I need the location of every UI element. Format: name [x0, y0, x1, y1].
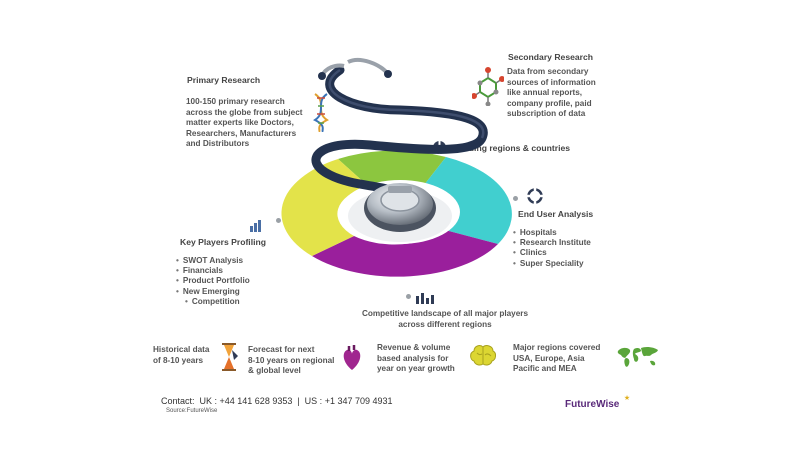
secondary-line: Data from secondary — [507, 67, 589, 76]
connector-dot — [406, 294, 411, 299]
competitive-text: Competitive landscape of all major playe… — [350, 309, 540, 330]
key-players-list: SWOT Analysis Financials Product Portfol… — [176, 256, 250, 307]
dna-icon — [313, 93, 329, 132]
historical-text: Historical data of 8-10 years — [153, 345, 209, 366]
secondary-line: sources of information — [507, 77, 596, 87]
wheel-segment-purple — [312, 230, 498, 277]
historical-line: of 8-10 years — [153, 355, 204, 365]
primary-research-title: Primary Research — [187, 75, 261, 85]
list-item: Super Speciality — [513, 259, 591, 269]
revenue-line: year on year growth — [377, 364, 455, 373]
crosshair-icon — [527, 188, 543, 204]
list-item: Financials — [176, 266, 250, 276]
forecast-text: Forecast for next 8-10 years on regional… — [248, 345, 334, 377]
secondary-line: subscription of data — [507, 109, 586, 118]
primary-line: and Distributors — [186, 139, 250, 148]
historical-line: Historical data — [153, 345, 210, 354]
list-item: Hospitals — [513, 228, 591, 238]
primary-research-text: 100-150 primary research across the glob… — [186, 97, 302, 150]
primary-line: 100-150 primary research — [186, 97, 285, 106]
connector-dot — [276, 218, 281, 223]
brand-star-icon: ★ — [623, 395, 631, 402]
regions-covered-text: Major regions covered USA, Europe, Asia … — [513, 343, 600, 375]
regions-line: USA, Europe, Asia — [513, 353, 585, 363]
connector-dot — [513, 196, 518, 201]
list-item: Research Institute — [513, 238, 591, 248]
stethoscope-wheel-graphic — [281, 57, 512, 277]
list-item-continued: Competition — [176, 297, 250, 307]
regions-line: Major regions covered — [513, 343, 601, 352]
list-item: New Emerging — [176, 287, 250, 297]
leading-regions-label: Leading regions & countries — [454, 143, 571, 153]
end-user-title: End User Analysis — [518, 209, 594, 219]
stacked-bars-icon — [416, 291, 434, 304]
revenue-line: Revenue & volume — [377, 343, 451, 352]
contact-text: Contact: UK : +44 141 628 9353 | US : +1… — [161, 396, 393, 406]
end-user-list: Hospitals Research Institute Clinics Sup… — [513, 228, 591, 269]
forecast-line: & global level — [248, 366, 301, 375]
wheel-segment-cyan — [424, 157, 512, 244]
secondary-research-title: Secondary Research — [508, 52, 594, 62]
key-players-title: Key Players Profiling — [180, 237, 266, 247]
competitive-line: across different regions — [398, 319, 492, 329]
brand-logo: FutureWise ★ — [565, 394, 630, 412]
secondary-line: like annual reports, — [507, 88, 583, 97]
revenue-text: Revenue & volume based analysis for year… — [377, 343, 455, 375]
list-item: SWOT Analysis — [176, 256, 250, 266]
source-text: Source:FutureWise — [166, 408, 218, 414]
forecast-line: 8-10 years on regional — [248, 355, 335, 365]
primary-line: across the globe from subject — [186, 107, 303, 117]
primary-line: matter experts like Doctors, — [186, 118, 294, 127]
brain-icon — [470, 345, 496, 366]
secondary-research-text: Data from secondary sources of informati… — [507, 67, 596, 120]
list-item: Product Portfolio — [176, 276, 250, 286]
regions-line: Pacific and MEA — [513, 364, 577, 373]
molecule-icon — [472, 67, 504, 106]
brand-name: FutureWise — [565, 399, 620, 410]
world-map-icon — [617, 346, 658, 367]
competitive-line: Competitive landscape of all major playe… — [361, 309, 529, 318]
wheel-segment-green — [338, 150, 446, 186]
revenue-line: based analysis for — [377, 353, 449, 363]
heart-icon — [343, 345, 361, 370]
bar-chart-icon — [250, 214, 262, 232]
list-item: Clinics — [513, 248, 591, 258]
primary-line: Researchers, Manufacturers — [186, 128, 297, 138]
hourglass-icon — [222, 343, 238, 371]
list-item-text: Competition — [191, 296, 240, 306]
forecast-line: Forecast for next — [248, 345, 315, 354]
secondary-line: company profile, paid — [507, 98, 592, 108]
